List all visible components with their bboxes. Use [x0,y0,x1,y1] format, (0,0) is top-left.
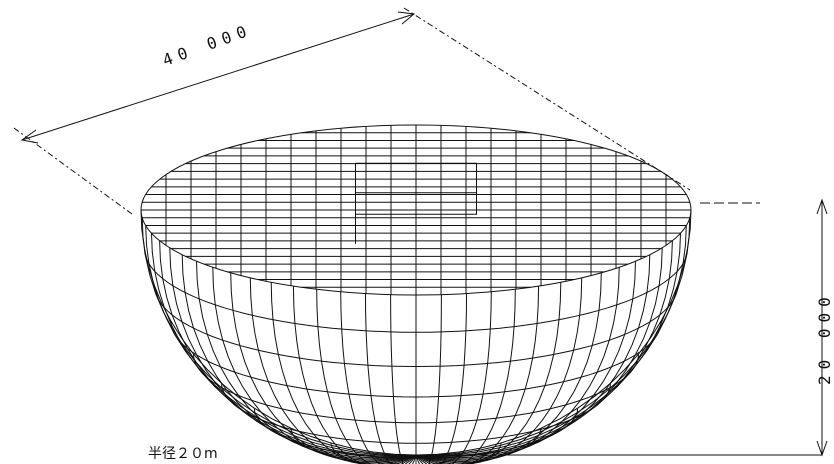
meridian-line [415,293,467,464]
meridian-line [415,282,562,464]
meridian-line [415,286,540,464]
width-extension-right [403,7,691,191]
width-arrow-right [397,11,416,25]
meridian-line [415,240,673,458]
meridian-line [415,217,691,456]
depth-dimension-label: 20 000 [815,291,834,385]
meridian-line [151,233,417,457]
meridian-line [270,282,417,464]
width-arrow-left [20,129,39,144]
meridian-line [415,261,636,461]
meridian-line [415,254,651,460]
width-dimension-line [21,13,415,141]
meridian-line [415,289,516,464]
width-extension-left [13,127,133,215]
meridian-line [390,294,417,464]
meridian-line [415,247,663,459]
meridian-line [365,293,417,464]
radius-label: 半径２０m [148,446,218,462]
meridian-line [159,240,417,458]
meridian-line [230,272,417,464]
meridian-line [340,291,417,464]
meridian-line [212,267,417,463]
meridian-line [415,291,492,464]
meridian-line [141,217,417,456]
meridian-line [415,267,620,463]
meridian-line [140,209,417,456]
meridian-line [415,277,583,464]
dimension-lines [13,7,828,457]
pit-floor-edge [355,192,477,244]
meridian-line [316,289,417,464]
hemisphere-mesh [140,124,692,464]
meridian-line [181,254,417,460]
depth-arrow-top [816,198,828,215]
meridian-line [415,272,602,464]
meridian-line [415,294,442,464]
meridian-line [292,286,417,464]
